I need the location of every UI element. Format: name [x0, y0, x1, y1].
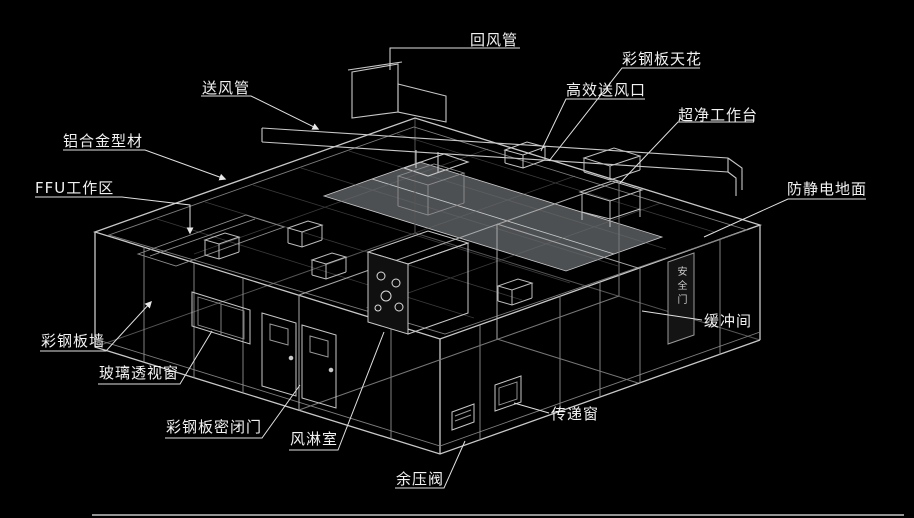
leader-air-shower — [289, 331, 385, 451]
clean-bench — [578, 147, 644, 227]
leader-ffu-area — [35, 196, 194, 235]
leader-hepa-outlet — [540, 98, 645, 152]
label-sealed-door: 彩钢板密闭门 — [166, 418, 263, 436]
label-return-air-duct: 回风管 — [470, 31, 519, 49]
air-duct-system — [261, 61, 743, 216]
leader-buffer-room — [641, 310, 703, 321]
label-buffer-room: 缓冲间 — [704, 312, 753, 330]
label-clean-bench: 超净工作台 — [678, 106, 759, 124]
safety-door-sign: 安全门 — [675, 266, 686, 308]
label-hepa-outlet: 高效送风口 — [566, 81, 647, 99]
interior-partitions — [298, 180, 639, 411]
pressure-valve-box — [451, 403, 475, 431]
label-supply-air-duct: 送风管 — [202, 79, 251, 97]
air-shower-nozzles — [374, 271, 404, 312]
leader-glass-window — [98, 330, 213, 385]
label-antistatic-floor: 防静电地面 — [787, 180, 868, 198]
back-edges — [94, 118, 761, 348]
label-steel-wall: 彩钢板墙 — [41, 332, 106, 350]
leader-sealed-door — [165, 384, 301, 439]
ceiling-grid — [156, 133, 715, 319]
pass-window-box — [494, 375, 522, 412]
glass-viewing-window — [191, 291, 251, 345]
label-air-shower: 风淋室 — [290, 430, 339, 448]
safety-door — [667, 252, 695, 345]
wall-panel-seams — [143, 240, 721, 440]
leader-supply-air-duct — [201, 95, 320, 130]
sealed-doors — [261, 312, 337, 409]
leader-clean-bench — [619, 121, 754, 184]
leader-aluminum-profile — [63, 149, 227, 181]
label-glass-window: 玻璃透视窗 — [99, 364, 180, 382]
ceiling-gray-panels — [322, 161, 664, 272]
label-ffu-area: FFU工作区 — [35, 179, 115, 197]
label-steel-ceiling: 彩钢板天花 — [622, 50, 703, 68]
outer-shell — [92, 117, 763, 455]
label-pass-window: 传递窗 — [551, 405, 600, 423]
leader-pass-window — [513, 402, 550, 414]
leader-return-air-duct — [389, 47, 520, 70]
label-aluminum-profile: 铝合金型材 — [63, 132, 144, 150]
ffu-frame — [136, 214, 286, 267]
ffu-units — [203, 220, 534, 306]
air-shower-unit — [366, 230, 470, 335]
leader-lines — [35, 47, 866, 489]
bottom-edge-line — [92, 514, 904, 516]
hepa-outlet-box — [503, 141, 547, 169]
leader-pressure-valve — [395, 440, 466, 489]
shell-secondary-edges — [94, 126, 761, 447]
label-pressure-valve: 余压阀 — [396, 470, 445, 488]
leader-steel-ceiling — [548, 67, 700, 162]
leader-steel-wall — [40, 300, 152, 352]
leader-antistatic-floor — [703, 198, 866, 238]
